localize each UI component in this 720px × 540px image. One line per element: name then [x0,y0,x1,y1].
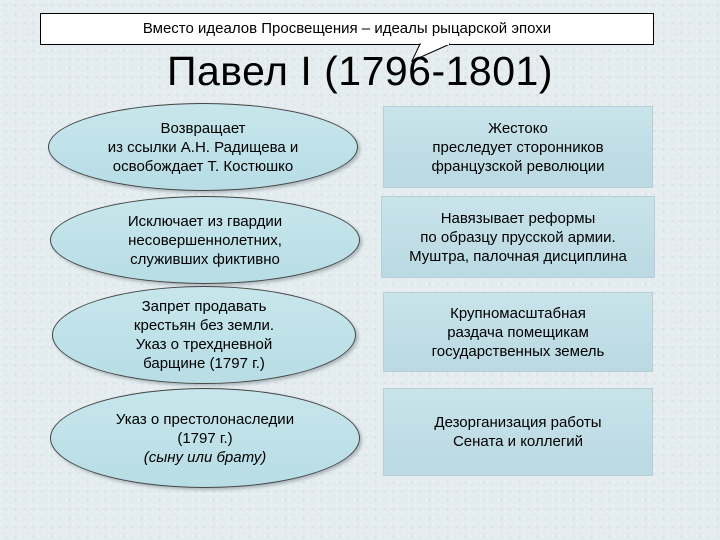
oval-item-4-line-1: Указ о престолонаследии [115,410,295,428]
oval-item-2-line-2: несовершеннолетних, [128,231,282,249]
oval-item-2: Исключает из гвардии несовершеннолетних,… [50,196,360,284]
box-item-1-line-2: преследует сторонников [432,138,604,156]
oval-item-3: Запрет продавать крестьян без земли. Ука… [52,286,356,384]
oval-item-4-italic-line: (сыну или брату) [143,448,267,466]
oval-item-1-line-3: освобождает Т. Костюшко [112,157,294,175]
box-item-4-line-1: Дезорганизация работы [434,414,602,431]
oval-item-3-line-1: Запрет продавать [141,298,267,315]
box-item-4: Дезорганизация работы Сената и коллегий [383,388,653,476]
oval-item-1-line-2: из ссылки А.Н. Радищева и [107,138,299,156]
oval-item-2-line-3: служивших фиктивно [130,250,280,268]
box-item-3-line-3: государственных земель [431,342,605,360]
box-item-2-line-1: Навязывает реформы [440,209,596,227]
oval-item-3-line-4: барщине (1797 г.) [143,355,265,372]
page-title: Павел I (1796-1801) [166,48,553,94]
box-item-4-line-2: Сената и коллегий [452,433,584,450]
box-item-1: Жестоко преследует сторонников французск… [383,106,653,188]
box-item-1-line-3: французской революции [431,157,605,175]
oval-item-1: Возвращает из ссылки А.Н. Радищева и осв… [48,103,358,191]
box-item-3: Крупномасштабная раздача помещикам госуд… [383,292,653,372]
box-item-1-line-1: Жестоко [488,119,548,137]
box-item-2-line-3: Муштра, палочная дисциплина [409,247,627,265]
oval-item-3-line-3: Указ о трехдневной [135,336,273,353]
oval-item-1-line-1: Возвращает [160,119,246,137]
box-item-2: Навязывает реформы по образцу прусской а… [381,196,655,278]
callout-text: Вместо идеалов Просвещения – идеалы рыца… [142,20,552,37]
box-item-2-line-2: по образцу прусской армии. [420,228,616,246]
oval-item-2-line-1: Исключает из гвардии [127,212,283,230]
oval-item-3-line-2: крестьян без земли. [133,317,275,334]
oval-item-4: Указ о престолонаследии (1797 г.) (сыну … [50,388,360,488]
box-item-3-line-1: Крупномасштабная [450,304,586,322]
oval-item-4-line-2: (1797 г.) [177,429,233,447]
box-item-3-line-2: раздача помещикам [447,323,589,341]
callout-box: Вместо идеалов Просвещения – идеалы рыца… [40,13,654,45]
